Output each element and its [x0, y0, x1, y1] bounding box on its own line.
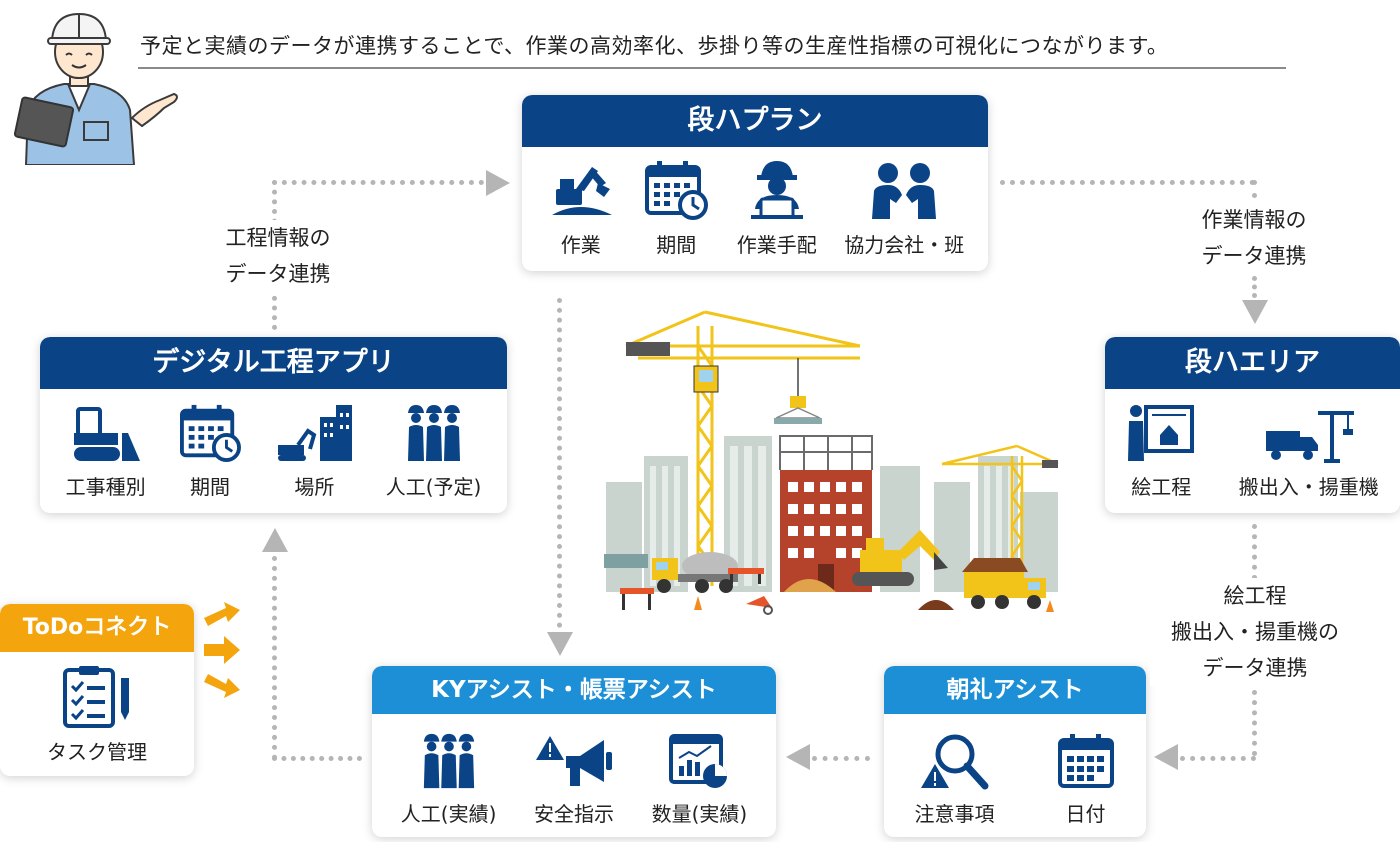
todo-item-label: タスク管理: [47, 740, 147, 764]
digital-app-card[interactable]: デジタル工程アプリ 工事種別 期間: [40, 337, 507, 513]
flow-line-ky-to-app: [272, 756, 362, 761]
dankai-plan-card[interactable]: 段ハプラン 作業 期間: [522, 95, 988, 271]
arrow-right-to-plan-icon: [486, 170, 510, 196]
megaphone-warning-icon: [536, 736, 612, 786]
orange-arrow-icon: [204, 674, 240, 698]
calendar-clock-icon: [645, 161, 709, 220]
app-item-label: 場所: [294, 475, 335, 499]
chorei-item-caution: 注意事項: [915, 732, 995, 827]
flow-line-chorei-to-ky: [812, 756, 870, 761]
ky-item-manpower: 人工(実績): [400, 732, 497, 827]
dankai-area-card[interactable]: 段ハエリア 絵工程 搬出入・揚重機: [1105, 337, 1400, 513]
app-item-place: 場所: [274, 403, 354, 500]
plan-item-label: 作業: [560, 233, 601, 257]
flow-line-app-up-from-ky: [272, 556, 277, 760]
ky-assist-title: KYアシスト・帳票アシスト: [372, 666, 776, 714]
flow-line-area-to-chorei: [1252, 524, 1257, 580]
work-info-label: 作業情報の データ連携: [1174, 202, 1334, 274]
plan-item-partner: 協力会社・班: [844, 159, 964, 258]
ky-item-label: 数量(実績): [651, 802, 748, 826]
headline-divider: [138, 67, 1286, 69]
flow-line-chorei-in: [1180, 756, 1256, 761]
dankai-plan-title: 段ハプラン: [522, 95, 988, 147]
orange-arrow-icon: [204, 602, 240, 626]
floorplan-person-icon: [1128, 405, 1195, 461]
process-info-label: 工程情報の データ連携: [198, 220, 358, 292]
arrow-left-to-chorei-icon: [1154, 744, 1178, 770]
plan-item-label: 期間: [656, 233, 697, 257]
magnifier-warning-icon: [920, 734, 988, 790]
workers-group-icon: [407, 405, 460, 461]
area-item-transport: 搬出入・揚重機: [1239, 403, 1379, 500]
headline-text: 予定と実績のデータが連携することで、作業の高効率化、歩掛り等の生産性指標の可視化…: [140, 34, 1169, 58]
calendar-clock-icon: [180, 404, 241, 463]
area-info-label: 絵工程 搬出入・揚重機の データ連携: [1150, 578, 1360, 686]
site-building-icon: [278, 405, 353, 461]
plan-item-work: 作業: [546, 159, 616, 258]
chorei-assist-card[interactable]: 朝礼アシスト 注意事項 日付: [884, 666, 1146, 837]
ky-assist-card[interactable]: KYアシスト・帳票アシスト 人工(実績) 安全指示: [372, 666, 776, 837]
excavator-icon: [551, 167, 612, 215]
chorei-assist-title: 朝礼アシスト: [884, 666, 1146, 714]
arrow-up-to-app-icon: [262, 528, 288, 552]
plan-item-arrangement: 作業手配: [737, 159, 817, 258]
calendar-icon: [1057, 734, 1114, 788]
bulldozer-icon: [73, 407, 140, 461]
app-item-label: 期間: [190, 475, 231, 499]
chorei-item-date: 日付: [1056, 732, 1116, 827]
report-chart-icon: [669, 734, 728, 788]
area-item-drawing: 絵工程: [1126, 403, 1196, 500]
todo-item-task: タスク管理: [47, 664, 147, 765]
flow-line-app-to-plan: [272, 180, 484, 185]
app-item-label: 工事種別: [65, 475, 146, 499]
app-item-type: 工事種別: [66, 403, 146, 500]
arrow-left-to-ky-icon: [786, 744, 810, 770]
flow-line-area-to-chorei-2: [1252, 690, 1257, 756]
arrow-down-to-area-icon: [1242, 300, 1268, 324]
plan-item-label: 協力会社・班: [844, 233, 965, 257]
chorei-item-label: 日付: [1065, 802, 1106, 826]
arrow-down-to-ky-icon: [547, 632, 573, 656]
ky-item-quantity: 数量(実績): [651, 732, 748, 827]
clipboard-checklist-icon: [63, 666, 129, 728]
ky-item-label: 人工(実績): [400, 802, 497, 826]
flow-line-plan-to-ky: [557, 298, 562, 628]
handshake-people-icon: [872, 163, 937, 219]
todo-title: ToDoコネクト: [0, 604, 194, 652]
area-item-label: 搬出入・揚重機: [1238, 475, 1379, 499]
ky-item-label: 安全指示: [534, 802, 614, 826]
truck-crane-icon: [1265, 411, 1354, 463]
construction-site-illustration: [604, 310, 1059, 615]
todo-card[interactable]: ToDoコネクト タスク管理: [0, 604, 194, 776]
plan-item-label: 作業手配: [736, 233, 817, 257]
app-item-manpower: 人工(予定): [385, 403, 482, 500]
dankai-area-title: 段ハエリア: [1105, 337, 1400, 389]
worker-illustration: [13, 10, 184, 166]
ky-item-safety: 安全指示: [534, 732, 614, 827]
plan-item-period: 期間: [643, 159, 709, 258]
chorei-item-label: 注意事項: [914, 802, 995, 826]
todo-connection-arrows: [204, 602, 240, 698]
flow-line-plan-to-area: [1000, 180, 1255, 185]
area-item-label: 絵工程: [1131, 475, 1192, 499]
flow-line-area-down: [1252, 180, 1257, 198]
flow-line-area-down-2: [1252, 276, 1257, 298]
digital-app-title: デジタル工程アプリ: [40, 337, 507, 389]
worker-laptop-icon: [750, 161, 803, 219]
orange-arrow-icon: [204, 636, 240, 664]
workers-group-icon: [423, 733, 474, 789]
app-item-label: 人工(予定): [385, 475, 482, 499]
app-item-period: 期間: [177, 403, 243, 500]
